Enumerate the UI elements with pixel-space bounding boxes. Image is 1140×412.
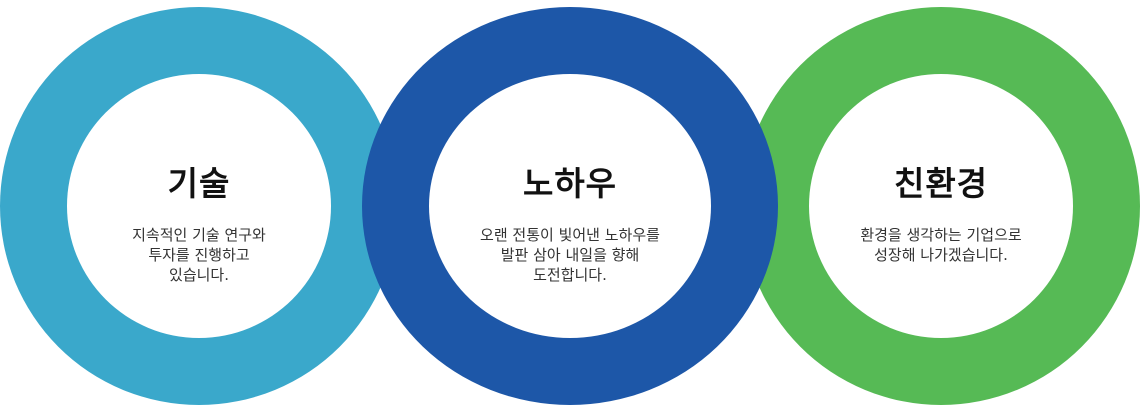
circle-eco-description: 환경을 생각하는 기업으로 성장해 나가겠습니다. [860, 226, 1022, 264]
circle-knowhow-description: 오랜 전통이 빛어낸 노하우를 발판 삼아 내일을 향해 도전합니다. [480, 226, 660, 284]
circle-knowhow: 노하우 오랜 전통이 빛어낸 노하우를 발판 삼아 내일을 향해 도전합니다. [362, 7, 778, 405]
circle-eco: 친환경 환경을 생각하는 기업으로 성장해 나가겠습니다. [742, 7, 1140, 405]
circle-knowhow-inner: 노하우 오랜 전통이 빛어낸 노하우를 발판 삼아 내일을 향해 도전합니다. [429, 74, 711, 338]
circle-knowhow-title: 노하우 [522, 164, 618, 203]
circle-eco-title: 친환경 [893, 164, 989, 203]
circle-technology-inner: 기술 지속적인 기술 연구와 투자를 진행하고 있습니다. [67, 74, 331, 338]
circle-technology-title: 기술 [167, 164, 231, 203]
circle-eco-inner: 친환경 환경을 생각하는 기업으로 성장해 나가겠습니다. [809, 74, 1073, 338]
circle-technology: 기술 지속적인 기술 연구와 투자를 진행하고 있습니다. [0, 7, 398, 405]
circle-technology-description: 지속적인 기술 연구와 투자를 진행하고 있습니다. [132, 226, 266, 284]
